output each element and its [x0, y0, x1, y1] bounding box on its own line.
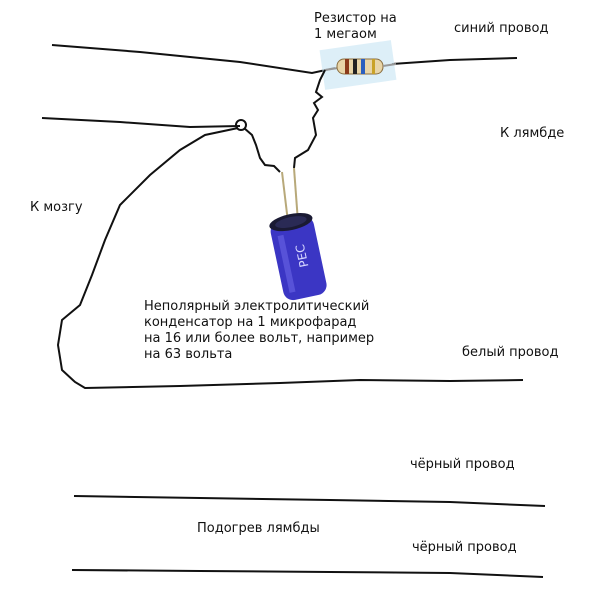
junction-wire-left: [243, 127, 281, 173]
resistor-label: Резистор на 1 мегаом: [314, 11, 397, 43]
capacitor-label-line2: конденсатор на 1 микрофарад: [144, 315, 357, 330]
resistor: [319, 40, 397, 90]
capacitor-label-line1: Неполярный электролитический: [144, 299, 370, 314]
black-wire-2: [71, 569, 544, 578]
brain-wire: [41, 117, 241, 129]
blue-wire: [51, 44, 336, 75]
capacitor-lead-left: [281, 171, 289, 223]
svg-text:PEC: PEC: [293, 243, 312, 269]
brain-loop-wire: [56, 127, 524, 390]
lambda-heater-label: Подогрев лямбды: [197, 521, 320, 536]
capacitor-lead-right: [293, 167, 299, 223]
black-wire-1-label: чёрный провод: [410, 457, 515, 472]
resistor-label-line2: 1 мегаом: [314, 27, 377, 42]
black-wire-2-label: чёрный провод: [412, 540, 517, 555]
blue-wire-right: [391, 57, 518, 65]
resistor-label-line1: Резистор на: [314, 11, 397, 26]
capacitor: PEC: [269, 212, 327, 301]
capacitor-label: Неполярный электролитический конденсатор…: [144, 299, 374, 363]
white-wire-label: белый провод: [462, 345, 559, 360]
junction-loop: [235, 119, 247, 131]
blue-wire-label: синий провод: [454, 21, 549, 36]
to-lambda-label: К лямбде: [500, 126, 565, 141]
capacitor-label-line4: на 63 вольта: [144, 347, 233, 362]
to-brain-label: К мозгу: [30, 200, 83, 215]
junction-wire-right: [293, 69, 326, 169]
black-wire-1: [73, 495, 546, 507]
capacitor-label-line3: на 16 или более вольт, например: [144, 331, 375, 346]
